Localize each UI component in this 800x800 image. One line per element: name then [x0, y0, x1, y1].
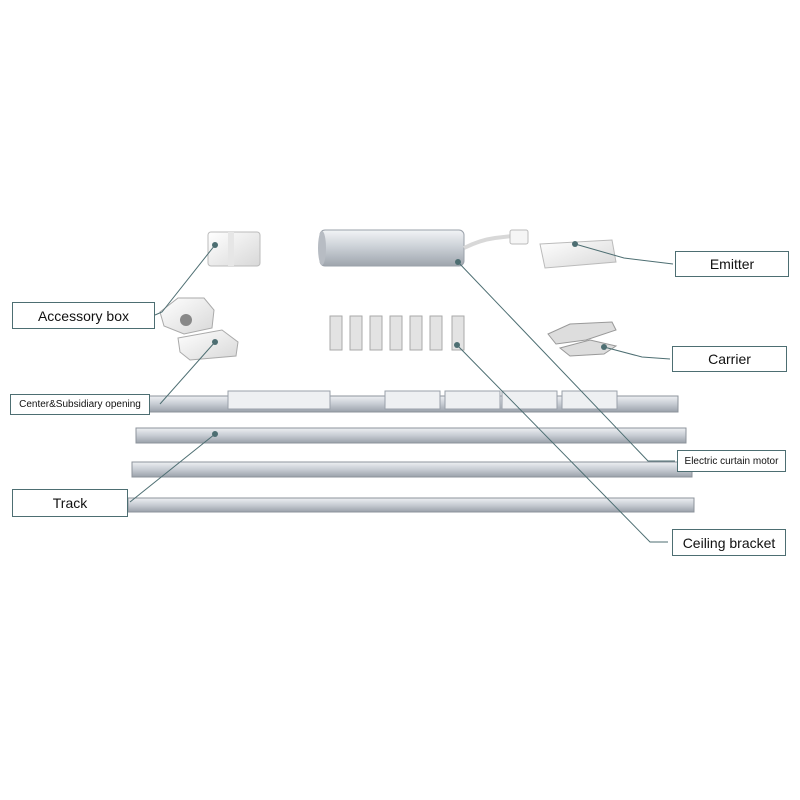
accessory-box-label: Accessory box: [12, 302, 155, 329]
emitter-part: [539, 239, 617, 269]
ceiling-bracket-label: Ceiling bracket: [672, 529, 786, 556]
carriers-part: [547, 321, 618, 357]
motor-part: [318, 229, 529, 267]
ceiling-brackets-part: [329, 315, 465, 351]
track-3: [131, 461, 693, 478]
electric-curtain-motor-label: Electric curtain motor: [677, 450, 786, 472]
center-subsidiary-opening-label: Center&Subsidiary opening: [10, 394, 150, 415]
emitter-label: Emitter: [675, 251, 789, 277]
track-2: [135, 427, 687, 444]
motor-end-cap-part: [159, 297, 239, 361]
carrier-label: Carrier: [672, 346, 787, 372]
track-label: Track: [12, 489, 128, 517]
leader-dots: [212, 241, 607, 437]
track-4: [127, 497, 695, 513]
accessory-box-part: [207, 231, 261, 267]
leader-lines: [129, 243, 675, 543]
